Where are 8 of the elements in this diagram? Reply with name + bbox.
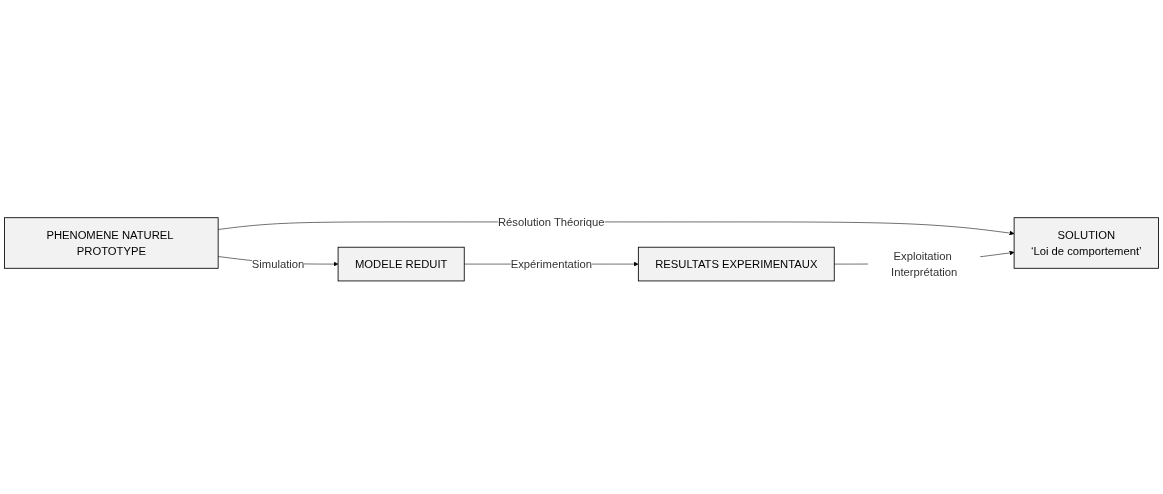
edge-label: Résolution Théorique bbox=[497, 215, 605, 228]
edge-label: Exploitation Interprétation bbox=[891, 249, 958, 279]
node-box: PHENOMENE NATUREL PROTOTYPE bbox=[4, 217, 219, 269]
node-box: RESULTATS EXPERIMENTAUX bbox=[637, 246, 835, 282]
node-box: SOLUTION ‘Loi de comportement’ bbox=[1013, 217, 1159, 269]
edge-label: Expérimentation bbox=[510, 257, 592, 271]
node-box: MODELE REDUIT bbox=[337, 246, 465, 282]
edge-label: Simulation bbox=[251, 257, 305, 271]
